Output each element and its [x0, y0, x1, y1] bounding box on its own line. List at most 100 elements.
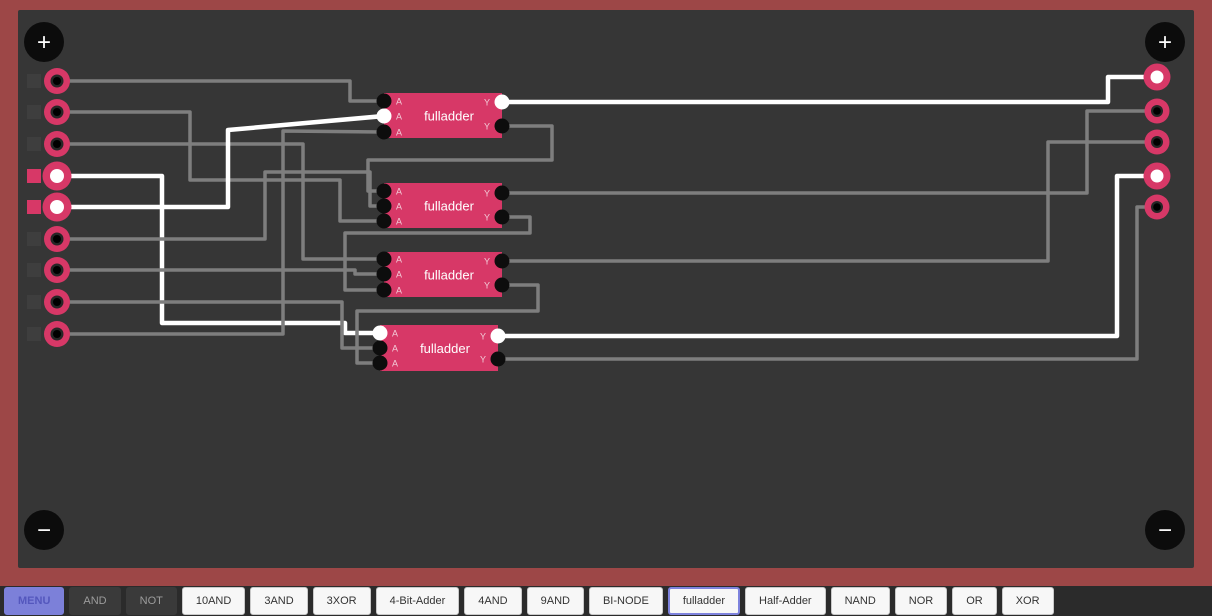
zoom-out-button-bottom-right-circle[interactable] [1145, 510, 1185, 550]
zoom-in-button-top-left[interactable]: + [24, 22, 64, 62]
fulladder-block-label: fulladder [424, 268, 475, 283]
input-toggle-switch-7[interactable] [27, 263, 41, 277]
toolbar-button-9and[interactable]: 9AND [526, 587, 584, 615]
input-3 [27, 131, 70, 157]
toolbar-button-nand[interactable]: NAND [830, 587, 890, 615]
input-pin[interactable] [376, 251, 392, 267]
input-pin-label: A [392, 344, 398, 354]
input-7 [27, 257, 70, 283]
zoom-in-button-top-right[interactable]: + [1145, 22, 1185, 62]
input-pin[interactable] [372, 355, 388, 371]
toolbar-button-10and[interactable]: 10AND [181, 587, 246, 615]
output-pin-label: Y [480, 355, 486, 365]
output-pin[interactable] [490, 328, 506, 344]
wire-10-off [366, 124, 554, 193]
wire-11-off [343, 215, 532, 292]
toolbar-button-menu[interactable]: MENU [4, 587, 65, 615]
input-pin[interactable] [376, 213, 392, 229]
output-pin[interactable] [490, 351, 506, 367]
input-pin[interactable] [376, 266, 392, 282]
input-pin[interactable] [376, 183, 392, 199]
input-node-dot [53, 108, 61, 116]
input-pin-label: A [396, 97, 402, 107]
input-5 [27, 192, 72, 222]
minus-icon: − [1158, 517, 1172, 544]
output-pin-label: Y [484, 122, 490, 132]
zoom-out-button-bottom-right[interactable]: − [1145, 510, 1185, 550]
input-pin[interactable] [376, 108, 392, 124]
output-pin[interactable] [494, 253, 510, 269]
input-pin-label: A [396, 112, 402, 122]
input-pin-label: A [396, 128, 402, 138]
input-toggle-switch-6[interactable] [27, 232, 41, 246]
workspace-background [18, 10, 1194, 568]
input-pin[interactable] [372, 325, 388, 341]
output-pin-label: Y [484, 213, 490, 223]
fulladder-block-label: fulladder [424, 109, 475, 124]
input-node-center[interactable] [50, 169, 64, 183]
toolbar-button-not[interactable]: NOT [125, 587, 177, 615]
input-9 [27, 321, 70, 347]
toolbar-button-3and[interactable]: 3AND [250, 587, 308, 615]
input-toggle-switch-4[interactable] [27, 169, 41, 183]
toolbar-button-half-adder[interactable]: Half-Adder [745, 587, 826, 615]
wire-15-off [500, 140, 1159, 263]
input-toggle-switch-2[interactable] [27, 105, 41, 119]
input-toggle-switch-9[interactable] [27, 327, 41, 341]
wire-9-off [55, 129, 386, 336]
toolbar-button-fulladder[interactable]: fulladder [667, 587, 741, 615]
output-pin[interactable] [494, 209, 510, 225]
input-pin[interactable] [376, 282, 392, 298]
output-pin[interactable] [494, 94, 510, 110]
fulladder-block-body[interactable] [384, 183, 502, 228]
toolbar-button-4and[interactable]: 4AND [464, 587, 522, 615]
input-node-center[interactable] [50, 200, 64, 214]
output-2 [1144, 98, 1170, 124]
output-pin[interactable] [494, 277, 510, 293]
plus-icon: + [1158, 29, 1172, 56]
input-pin[interactable] [376, 93, 392, 109]
toolbar-button-xor[interactable]: XOR [1001, 587, 1054, 615]
toolbar-button-3xor[interactable]: 3XOR [312, 587, 371, 615]
output-node-center[interactable] [1150, 70, 1164, 84]
fulladder-block-body[interactable] [380, 325, 498, 371]
input-node-dot [53, 298, 61, 306]
wire-4-on [54, 173, 383, 336]
zoom-out-button-bottom-left-circle[interactable] [24, 510, 64, 550]
output-pin[interactable] [494, 185, 510, 201]
input-pin[interactable] [376, 198, 392, 214]
toolbar-button-bi-node[interactable]: BI-NODE [588, 587, 663, 615]
output-pin-label: Y [484, 189, 490, 199]
output-node-center[interactable] [1150, 169, 1164, 183]
fulladder-block-body[interactable] [384, 93, 502, 138]
zoom-in-button-top-left-circle[interactable] [24, 22, 64, 62]
output-pin-label: Y [484, 98, 490, 108]
toolbar-button-or[interactable]: OR [952, 587, 997, 615]
input-pin[interactable] [372, 340, 388, 356]
circuit-canvas-svg: fulladderAAAYYfulladderAAAYYfulladderAAA… [18, 10, 1194, 568]
output-node-dot [1153, 138, 1161, 146]
zoom-in-button-top-right-circle[interactable] [1145, 22, 1185, 62]
input-toggle-switch-1[interactable] [27, 74, 41, 88]
input-node-dot [53, 140, 61, 148]
output-node-dot [1153, 107, 1161, 115]
toolbar-button-nor[interactable]: NOR [894, 587, 948, 615]
input-toggle-switch-5[interactable] [27, 200, 41, 214]
input-4 [27, 161, 72, 191]
output-pin[interactable] [494, 118, 510, 134]
input-pin-label: A [396, 270, 402, 280]
input-toggle-switch-8[interactable] [27, 295, 41, 309]
input-toggle-switch-3[interactable] [27, 137, 41, 151]
fulladder-block-body[interactable] [384, 252, 502, 297]
input-pin[interactable] [376, 124, 392, 140]
toolbar-button-and[interactable]: AND [69, 587, 121, 615]
zoom-out-button-bottom-left[interactable]: − [24, 510, 64, 550]
toolbar-button-4-bit-adder[interactable]: 4-Bit-Adder [375, 587, 460, 615]
input-node-dot [53, 77, 61, 85]
